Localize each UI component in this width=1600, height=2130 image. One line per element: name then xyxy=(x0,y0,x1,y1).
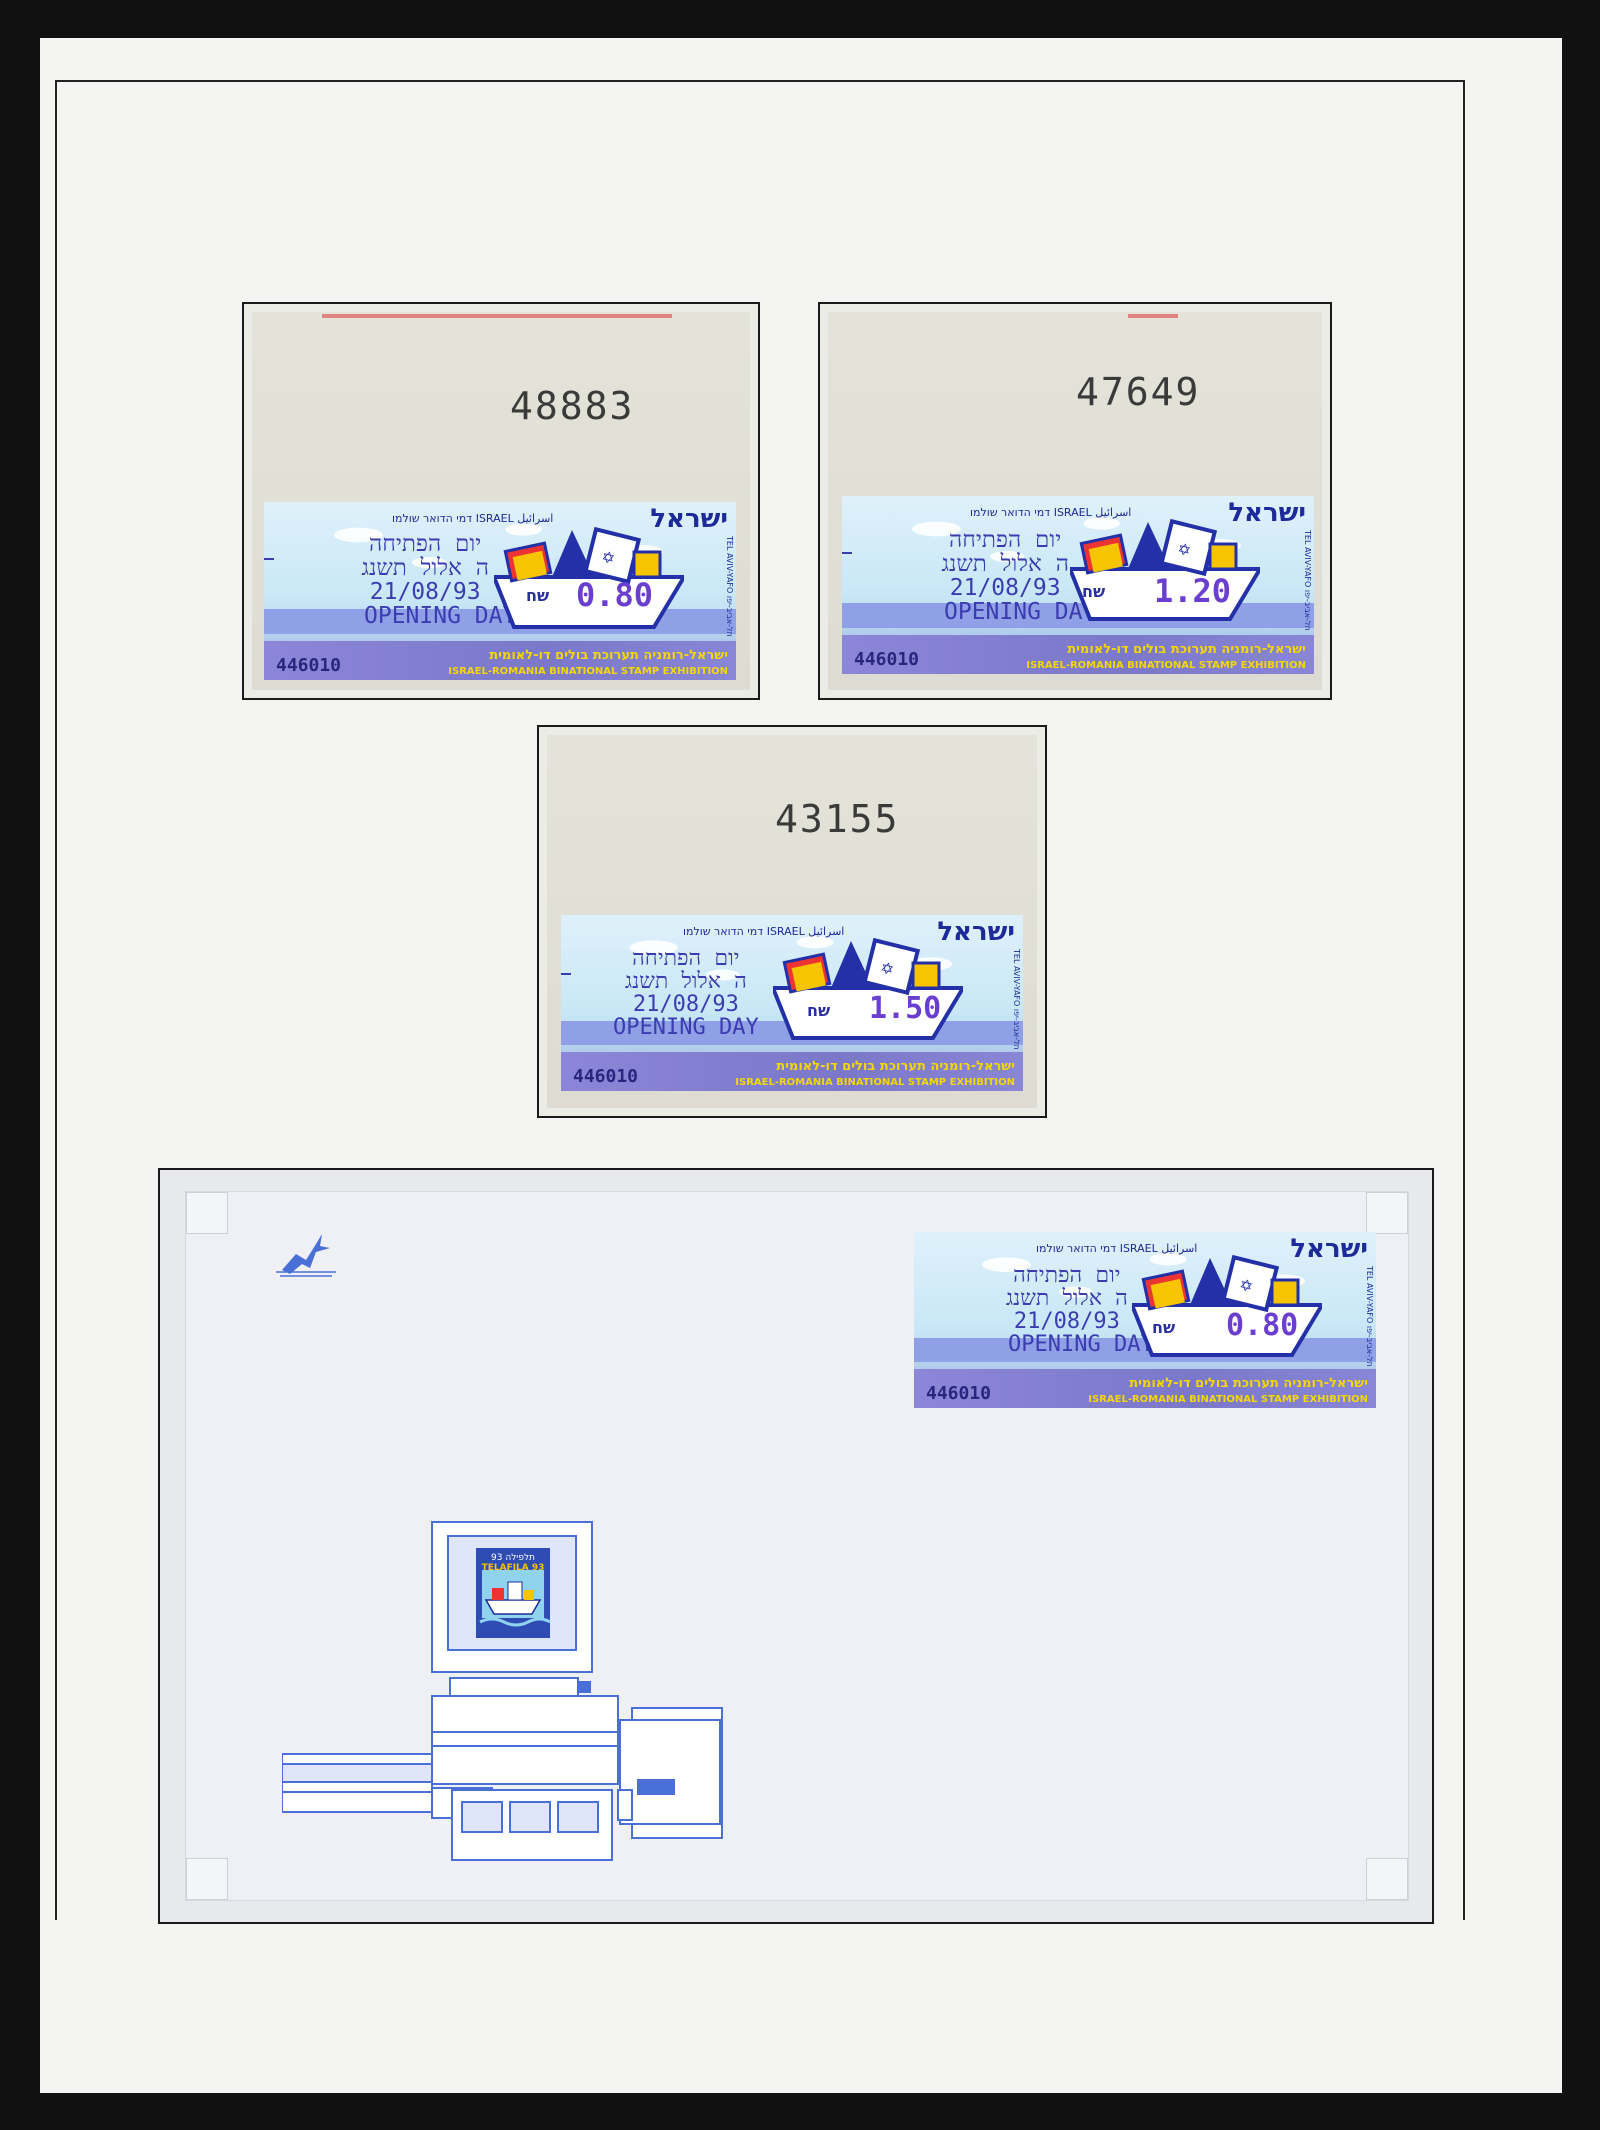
country-name-he: ישראל xyxy=(1290,1234,1368,1264)
postage-paid-text: דמי הדואר שולמו ISRAEL اسرائيل xyxy=(1036,1242,1198,1255)
bottom-band xyxy=(264,640,736,680)
ship-illustration: ✡ xyxy=(1132,1254,1322,1357)
page-border-left xyxy=(55,80,57,1920)
red-margin-mark xyxy=(322,314,672,318)
exhibition-name-he: ישראל-רומניה תערוכת בולים דו-לאומית xyxy=(1067,642,1306,657)
bottom-band xyxy=(842,634,1314,674)
serial-number: 43155 xyxy=(775,797,900,841)
cover-atm-label: ישראל דמי הדואר שולמו ISRAEL اسرائيل TEL… xyxy=(914,1232,1376,1408)
deer-post-logo-icon xyxy=(276,1234,336,1277)
opening-day-overprint: יום הפתיחה ה אלול תשנג 21/08/93 OPENING … xyxy=(334,532,516,629)
currency-sheqel: שח xyxy=(1152,1318,1176,1337)
overprint-line-4: OPENING DAY xyxy=(1008,1332,1154,1358)
overprint-line-3: 21/08/93 xyxy=(1013,1309,1120,1335)
postage-value: 1.50 xyxy=(869,991,942,1026)
overprint-line-3: 21/08/93 xyxy=(632,992,739,1018)
mount-corner xyxy=(186,1192,228,1234)
first-day-cover: ישראל דמי הדואר שולמו ISRAEL اسرائيل TEL… xyxy=(186,1192,1408,1900)
machine-number: 446010 xyxy=(573,1066,639,1087)
svg-text:✡: ✡ xyxy=(878,958,896,980)
exhibition-name-he: ישראל-רומניה תערוכת בולים דו-לאומית xyxy=(1129,1376,1368,1391)
ship-illustration: ✡ xyxy=(1070,518,1260,621)
overprint-line-2: ה אלול תשנג xyxy=(624,969,747,995)
svg-text:✡: ✡ xyxy=(1237,1275,1255,1297)
exhibition-name-en: ISRAEL-ROMANIA BINATIONAL STAMP EXHIBITI… xyxy=(1088,1394,1368,1405)
country-name-he: ישראל xyxy=(650,504,728,534)
ship-illustration: ✡ xyxy=(494,526,684,629)
overprint-line-4: OPENING DAY xyxy=(944,599,1097,626)
currency-sheqel: שח xyxy=(526,586,550,605)
tel-aviv-side-text: TEL AVIV-YAFO תל-אביב-יפו xyxy=(1365,1266,1374,1367)
tel-aviv-side-text: TEL AVIV-YAFO תל-אביב-יפו xyxy=(1012,949,1021,1050)
ship-illustration: ✡ xyxy=(773,937,963,1040)
atm-label: ישראל דמי הדואר שולמו ISRAEL اسرائيل TEL… xyxy=(264,502,736,680)
serial-number: 47649 xyxy=(1076,370,1201,414)
cover-mount: ישראל דמי הדואר שולמו ISRAEL اسرائيل TEL… xyxy=(158,1168,1434,1924)
currency-sheqel: שח xyxy=(807,1001,831,1020)
red-margin-mark xyxy=(1128,314,1178,318)
stamp-mount-3: 43155 ישראל דמי הדואר שולמו ISRAEL اسرائ… xyxy=(537,725,1047,1118)
opening-day-overprint: יום הפתיחה ה אלול תשנג 21/08/93 OPENING … xyxy=(914,528,1096,625)
exhibition-name-he: ישראל-רומניה תערוכת בולים דו-לאומית xyxy=(776,1059,1015,1074)
overprint-line-1: יום הפתיחה xyxy=(369,531,482,557)
page-border-top xyxy=(55,80,1465,82)
stamp-strip-3: 43155 ישראל דמי הדואר שולמו ISRAEL اسرائ… xyxy=(547,735,1037,1108)
svg-text:✡: ✡ xyxy=(1175,539,1193,561)
bottom-band xyxy=(914,1369,1376,1408)
mount-corner xyxy=(1366,1858,1408,1900)
overprint-line-1: יום הפתיחה xyxy=(949,527,1062,553)
svg-text:✡: ✡ xyxy=(599,547,617,569)
mount-corner xyxy=(186,1858,228,1900)
machine-number: 446010 xyxy=(276,655,342,676)
overprint-line-1: יום הפתיחה xyxy=(632,946,740,971)
exhibition-name-en: ISRAEL-ROMANIA BINATIONAL STAMP EXHIBITI… xyxy=(448,666,728,677)
currency-sheqel: שח xyxy=(1082,582,1106,601)
country-name-he: ישראל xyxy=(1228,498,1306,528)
machine-number: 446010 xyxy=(926,1383,992,1404)
atm-label: ישראל דמי הדואר שולמו ISRAEL اسرائيل TEL… xyxy=(842,496,1314,674)
exhibition-name-he: ישראל-רומניה תערוכת בולים דו-לאומית xyxy=(489,648,728,663)
screen-title-en: TELAFILA 93 xyxy=(482,1563,545,1573)
postage-paid-text: דמי הדואר שולמו ISRAEL اسرائيل xyxy=(683,925,845,938)
serial-number: 48883 xyxy=(510,384,635,428)
opening-day-overprint: יום הפתיחה ה אלול תשנג 21/08/93 OPENING … xyxy=(980,1264,1154,1356)
exhibition-name-en: ISRAEL-ROMANIA BINATIONAL STAMP EXHIBITI… xyxy=(1026,660,1306,671)
postage-computer-illustration: תלפילה 93 TELAFILA 93 xyxy=(282,1521,723,1861)
tel-aviv-side-text: TEL AVIV-YAFO תל-אביב-יפו xyxy=(725,536,734,637)
country-name-he: ישראל xyxy=(937,917,1015,947)
stamp-strip-1: 48883 ישראל דמי הדואר שולמו ISRAEL اسرائ… xyxy=(252,312,750,690)
tel-aviv-side-text: TEL AVIV-YAFO תל-אביב-יפו xyxy=(1303,530,1312,631)
page-border-right xyxy=(1463,80,1465,1920)
exhibition-name-en: ISRAEL-ROMANIA BINATIONAL STAMP EXHIBITI… xyxy=(735,1077,1015,1088)
postage-paid-text: דמי הדואר שולמו ISRAEL اسرائيل xyxy=(970,506,1132,519)
stamp-strip-2: 47649 ישראל דמי הדואר שולמו ISRAEL اسرائ… xyxy=(828,312,1322,690)
overprint-line-4: OPENING DAY xyxy=(613,1015,759,1041)
overprint-line-2: ה אלול תשנג xyxy=(1005,1286,1128,1312)
margin-tick xyxy=(842,552,852,554)
mount-corner xyxy=(1366,1192,1408,1234)
margin-tick xyxy=(264,558,274,560)
overprint-line-2: ה אלול תשנג xyxy=(361,555,489,582)
bottom-band xyxy=(561,1052,1023,1091)
screen-title-he: תלפילה 93 xyxy=(491,1553,535,1563)
opening-day-overprint: יום הפתיחה ה אלול תשנג 21/08/93 OPENING … xyxy=(613,947,759,1039)
overprint-line-2: ה אלול תשנג xyxy=(941,551,1069,578)
margin-tick xyxy=(561,973,571,975)
overprint-line-3: 21/08/93 xyxy=(949,575,1061,602)
postage-paid-text: דמי הדואר שולמו ISRAEL اسرائيل xyxy=(392,512,554,525)
postage-value: 0.80 xyxy=(1226,1308,1299,1343)
stamp-mount-2: 47649 ישראל דמי הדואר שולמו ISRAEL اسرائ… xyxy=(818,302,1332,700)
stamp-mount-1: 48883 ישראל דמי הדואר שולמו ISRAEL اسرائ… xyxy=(242,302,760,700)
overprint-line-1: יום הפתיחה xyxy=(1013,1263,1121,1288)
overprint-line-4: OPENING DAY xyxy=(364,603,517,630)
atm-label: ישראל דמי הדואר שולמו ISRAEL اسرائيل TEL… xyxy=(561,915,1023,1091)
postage-value: 1.20 xyxy=(1154,572,1232,610)
postage-value: 0.80 xyxy=(576,576,654,614)
machine-number: 446010 xyxy=(854,649,920,670)
overprint-line-3: 21/08/93 xyxy=(369,579,481,606)
